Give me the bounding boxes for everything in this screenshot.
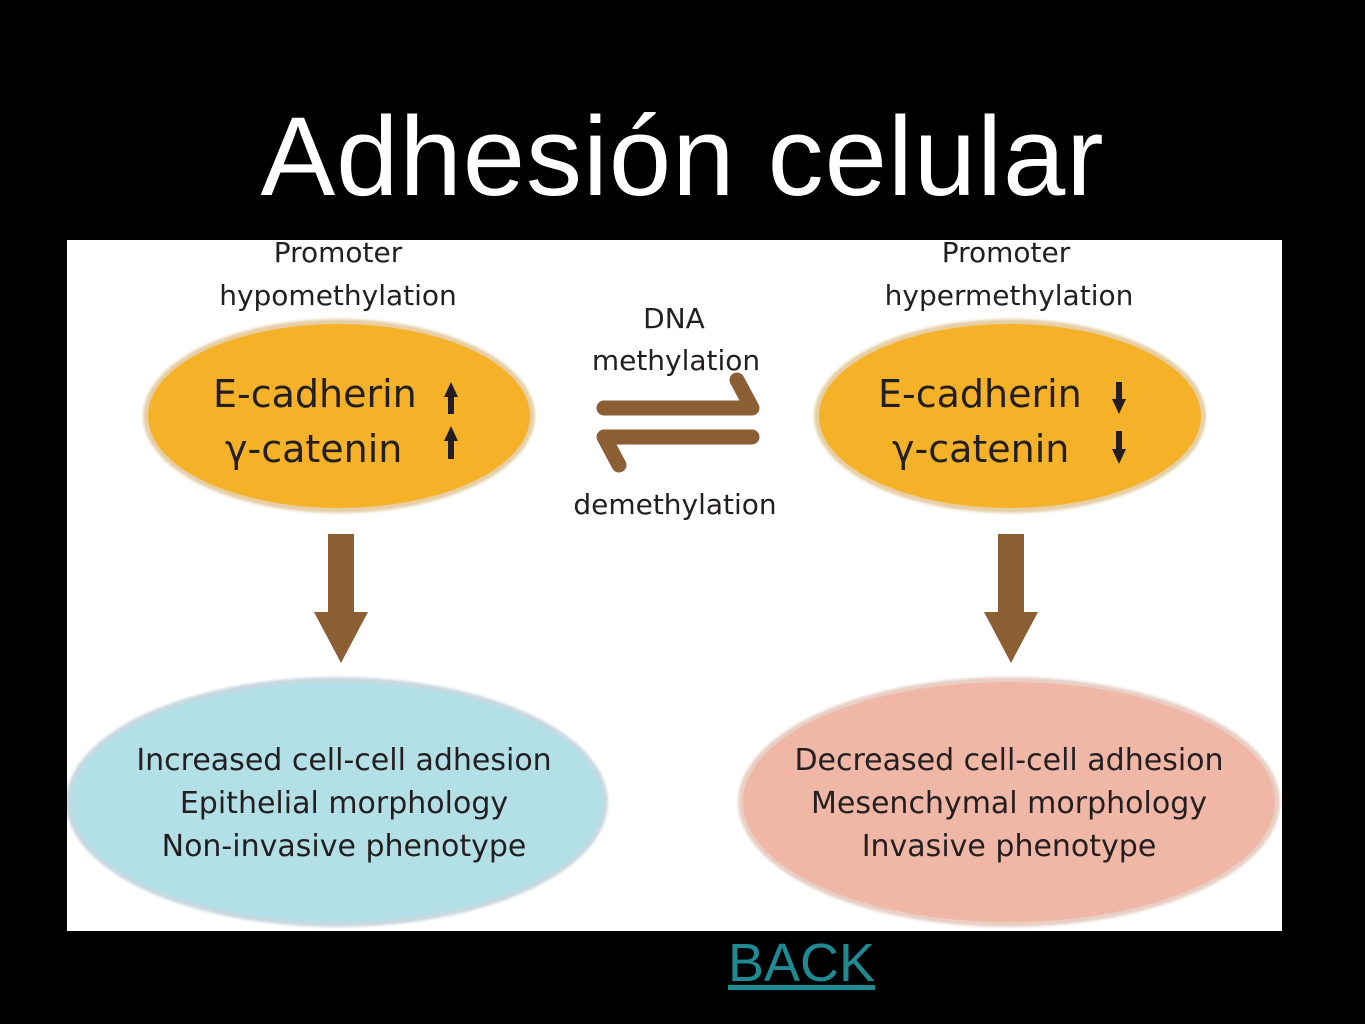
forward-harpoon [596, 372, 760, 416]
right-gene1-label: E-cadherin [878, 372, 1082, 416]
left-outcome-line3: Non-invasive phenotype [162, 829, 527, 864]
slide-title: Adhesión celular [260, 94, 1105, 219]
left-gene-ellipse [148, 324, 530, 508]
right-outcome-line1: Decreased cell-cell adhesion [794, 743, 1223, 778]
forward-label-line1: DNA [643, 302, 705, 335]
right-outcome-line2: Mesenchymal morphology [811, 786, 1207, 821]
reverse-harpoon [596, 429, 760, 473]
up-arrow-icon [444, 382, 458, 414]
right-heading-line1: Promoter [942, 240, 1071, 269]
left-outcome-ellipse [71, 682, 603, 922]
down-arrow-icon [1112, 431, 1126, 464]
left-outcome-line2: Epithelial morphology [180, 786, 508, 821]
right-heading-line2: hypermethylation [885, 279, 1134, 312]
left-heading-line2: hypomethylation [219, 279, 457, 312]
up-arrow-icon [444, 426, 458, 459]
right-gene2-label: γ-catenin [892, 427, 1069, 471]
forward-label-line2: methylation [592, 344, 760, 377]
reverse-label: demethylation [573, 488, 776, 521]
equilibrium-arrows [596, 372, 760, 473]
down-arrow-icon [1112, 382, 1126, 414]
diagram-panel: Promoter hypomethylation Promoter hyperm… [67, 240, 1282, 931]
right-outcome-ellipse [743, 682, 1275, 922]
left-outcome-line1: Increased cell-cell adhesion [136, 743, 551, 778]
left-gene1-label: E-cadherin [213, 372, 417, 416]
left-heading-line1: Promoter [274, 240, 403, 269]
right-outcome-line3: Invasive phenotype [862, 829, 1157, 864]
back-link[interactable]: BACK [728, 933, 876, 993]
left-down-arrow [314, 534, 368, 663]
methylation-diagram: Promoter hypomethylation Promoter hyperm… [67, 240, 1280, 927]
right-gene-ellipse [819, 324, 1201, 508]
right-down-arrow [984, 534, 1038, 663]
left-gene2-label: γ-catenin [225, 427, 402, 471]
